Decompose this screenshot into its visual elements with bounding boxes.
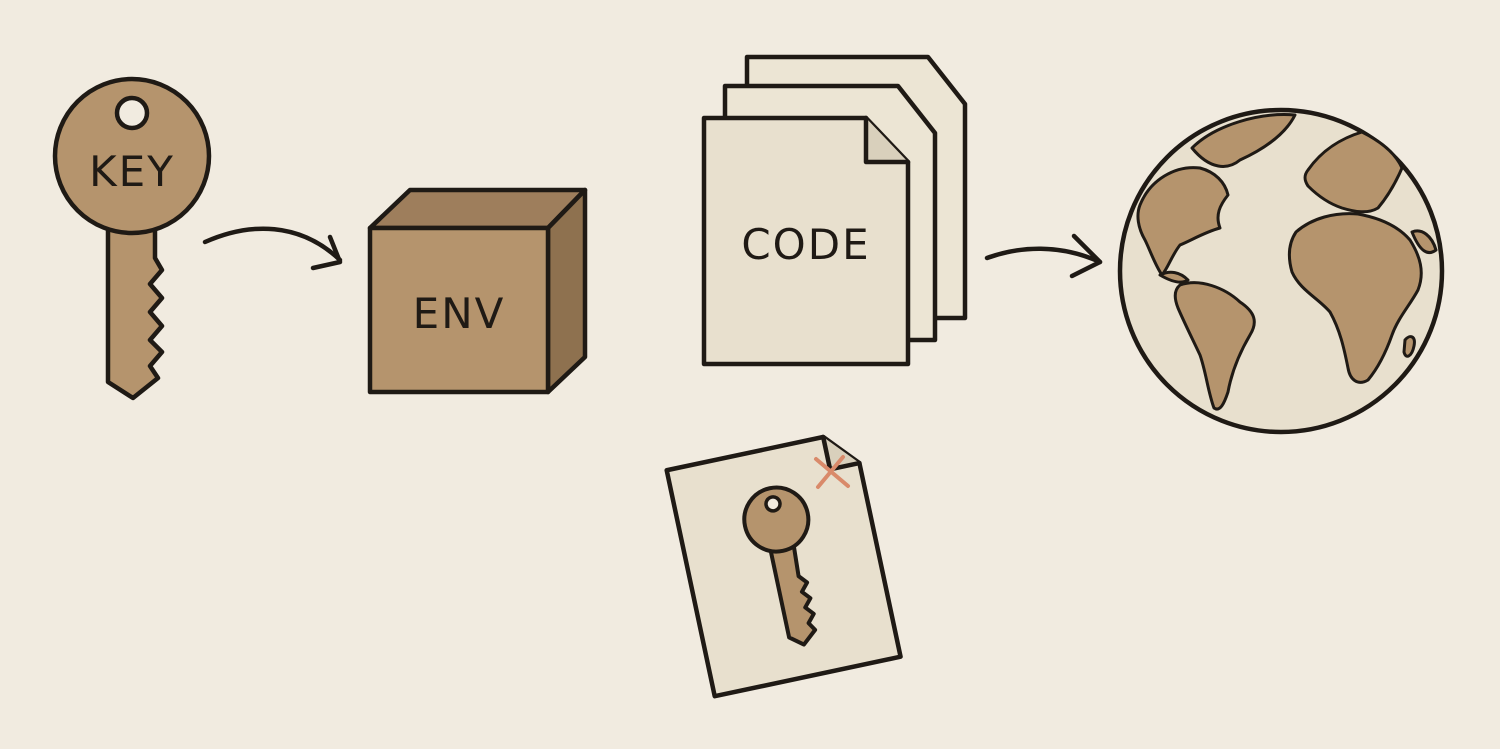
globe-icon bbox=[1117, 107, 1445, 435]
key-label: KEY bbox=[89, 147, 175, 196]
cross-mark-icon bbox=[814, 455, 850, 489]
arrow-icon bbox=[202, 226, 343, 271]
key-icon bbox=[742, 485, 818, 647]
leaked-key-document-icon bbox=[664, 434, 903, 699]
code-label: CODE bbox=[741, 220, 870, 269]
arrow-icon bbox=[984, 233, 1103, 279]
code-documents-icon: CODE bbox=[701, 54, 968, 367]
env-box-icon: ENV bbox=[367, 187, 588, 395]
key-icon: KEY bbox=[52, 76, 212, 401]
env-label: ENV bbox=[413, 289, 506, 338]
